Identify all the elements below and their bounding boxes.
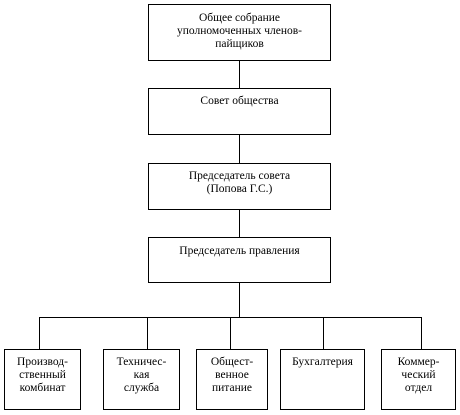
department-box: Коммер- ческий отдел <box>381 349 456 410</box>
department-label: Коммер- ческий отдел <box>397 356 440 394</box>
connector <box>230 317 231 349</box>
council-chairman-box: Председатель совета (Попова Г.С.) <box>148 163 331 210</box>
society-council-box: Совет общества <box>148 88 331 135</box>
connector <box>39 317 40 349</box>
connector <box>239 61 240 88</box>
department-box: Техничес- кая служба <box>103 349 180 410</box>
society-council-label: Совет общества <box>200 95 279 107</box>
connector <box>323 317 324 349</box>
department-label: Техничес- кая служба <box>116 356 167 394</box>
connector <box>239 283 240 317</box>
connector <box>239 210 240 237</box>
general-meeting-box: Общее собрание уполномоченных членов- па… <box>148 4 331 61</box>
department-label: Производ- ственный комбинат <box>17 356 68 394</box>
board-chairman-box: Председатель правления <box>148 237 331 283</box>
general-meeting-label: Общее собрание уполномоченных членов- па… <box>177 12 302 50</box>
connector <box>421 317 422 349</box>
department-box: Бухгалтерия <box>280 349 365 410</box>
department-box: Производ- ственный комбинат <box>4 349 81 410</box>
connector <box>147 317 148 349</box>
connector <box>239 135 240 163</box>
department-box: Общест- венное питание <box>196 349 268 410</box>
department-label: Бухгалтерия <box>292 356 353 368</box>
board-chairman-label: Председатель правления <box>179 245 300 257</box>
department-label: Общест- венное питание <box>210 356 254 394</box>
council-chairman-label: Председатель совета (Попова Г.С.) <box>188 170 291 195</box>
